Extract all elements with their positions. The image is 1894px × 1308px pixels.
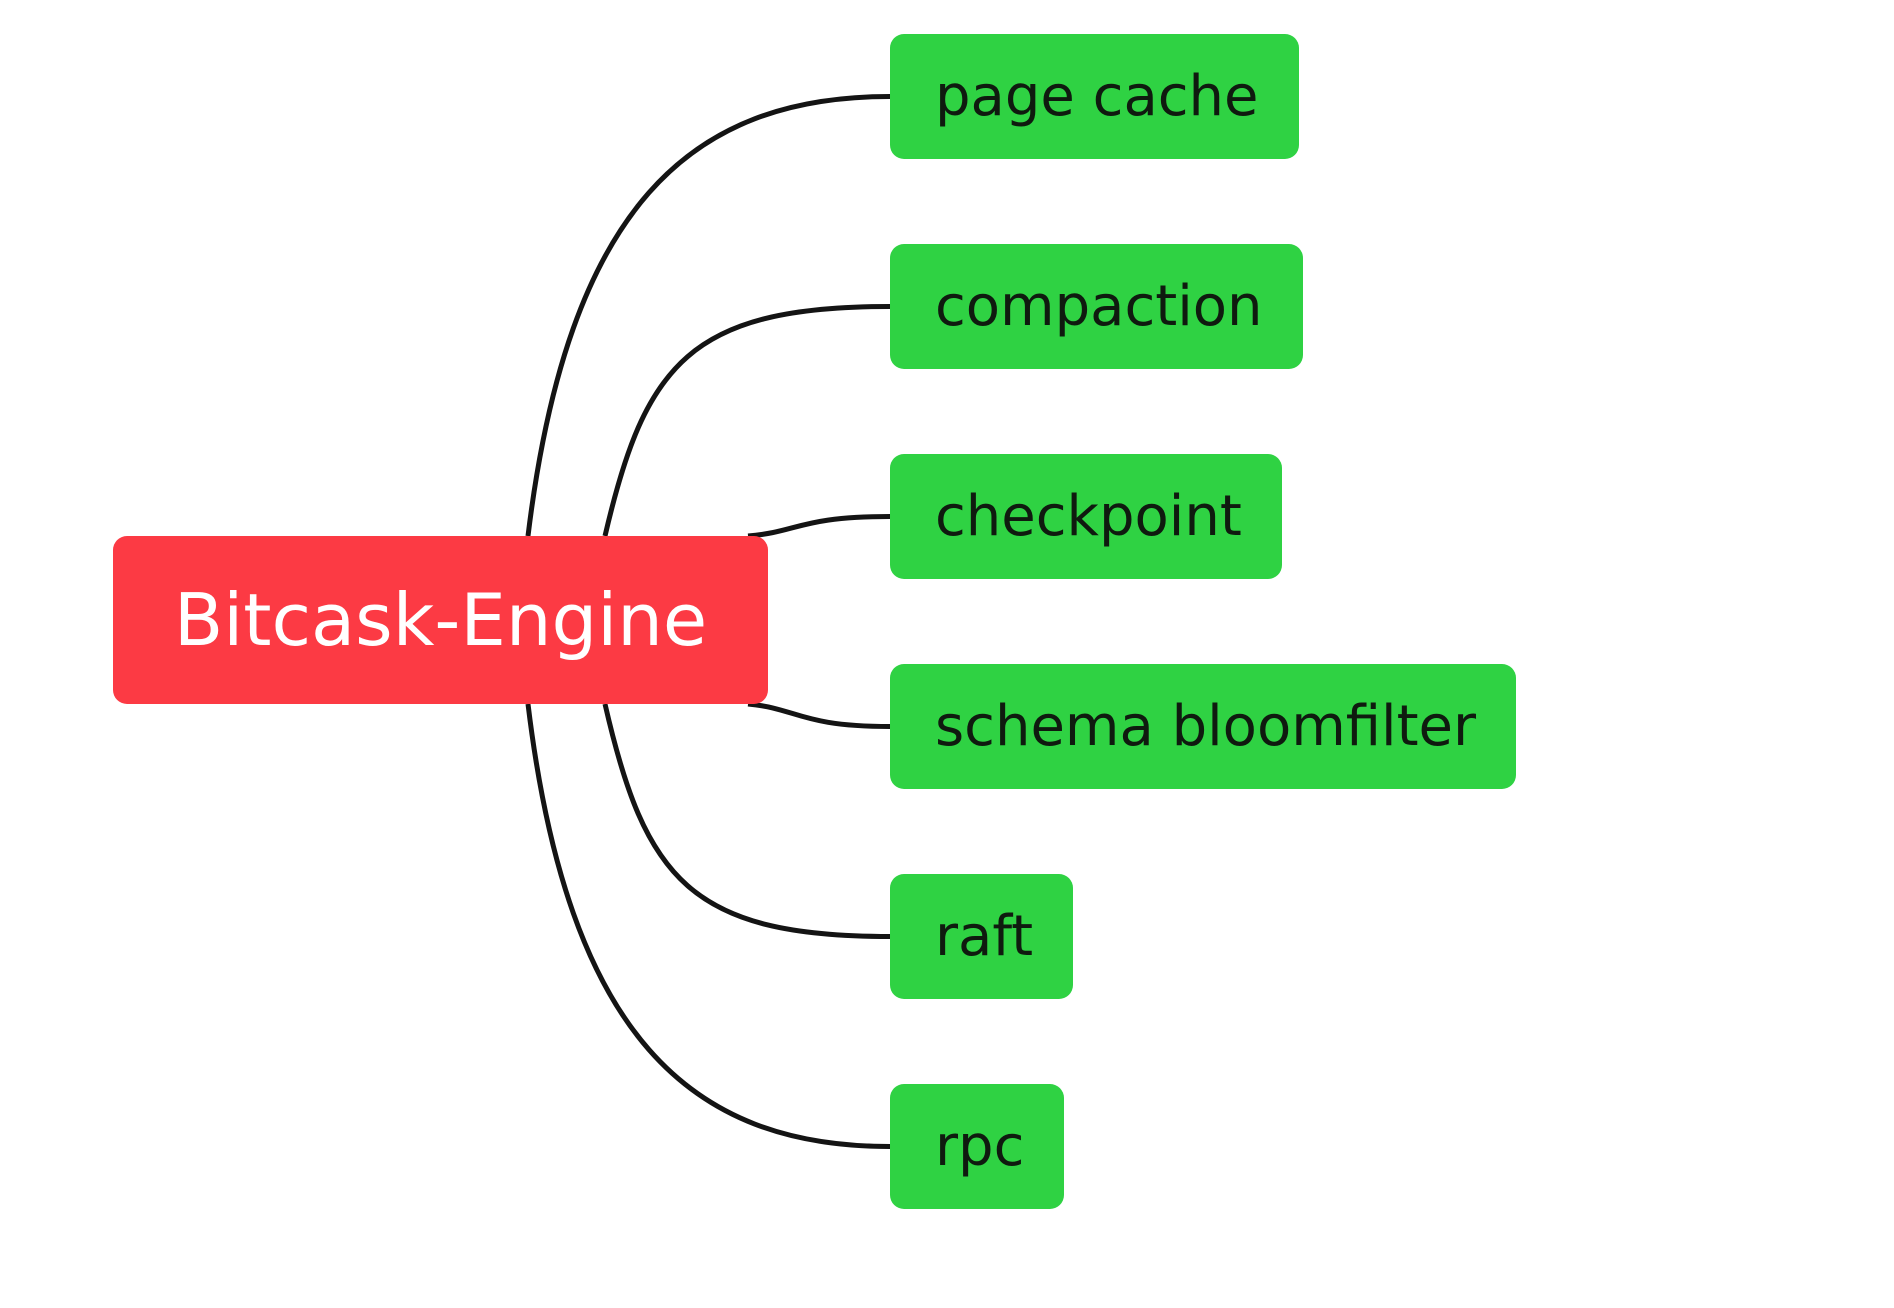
- child-node-label: raft: [935, 904, 1034, 969]
- child-node-checkpoint[interactable]: checkpoint: [890, 454, 1282, 579]
- connector-line: [525, 703, 891, 1149]
- child-node-rpc[interactable]: rpc: [890, 1084, 1065, 1209]
- connector-line: [602, 304, 891, 537]
- root-node[interactable]: Bitcask-Engine: [113, 536, 768, 704]
- child-node-page-cache[interactable]: page cache: [890, 34, 1299, 159]
- child-node-label: schema bloomfilter: [935, 694, 1477, 759]
- child-node-raft[interactable]: raft: [890, 874, 1074, 999]
- connector-line: [747, 701, 891, 729]
- connector-line: [602, 703, 891, 939]
- child-node-compaction[interactable]: compaction: [890, 244, 1303, 369]
- connector-line: [525, 94, 891, 537]
- child-node-label: rpc: [935, 1114, 1025, 1179]
- root-node-label: Bitcask-Engine: [173, 578, 708, 662]
- connector-line: [747, 514, 891, 539]
- child-node-schema-bloomfilter[interactable]: schema bloomfilter: [890, 664, 1517, 789]
- child-node-label: page cache: [935, 64, 1259, 129]
- child-node-label: checkpoint: [935, 484, 1242, 549]
- child-node-label: compaction: [935, 274, 1263, 339]
